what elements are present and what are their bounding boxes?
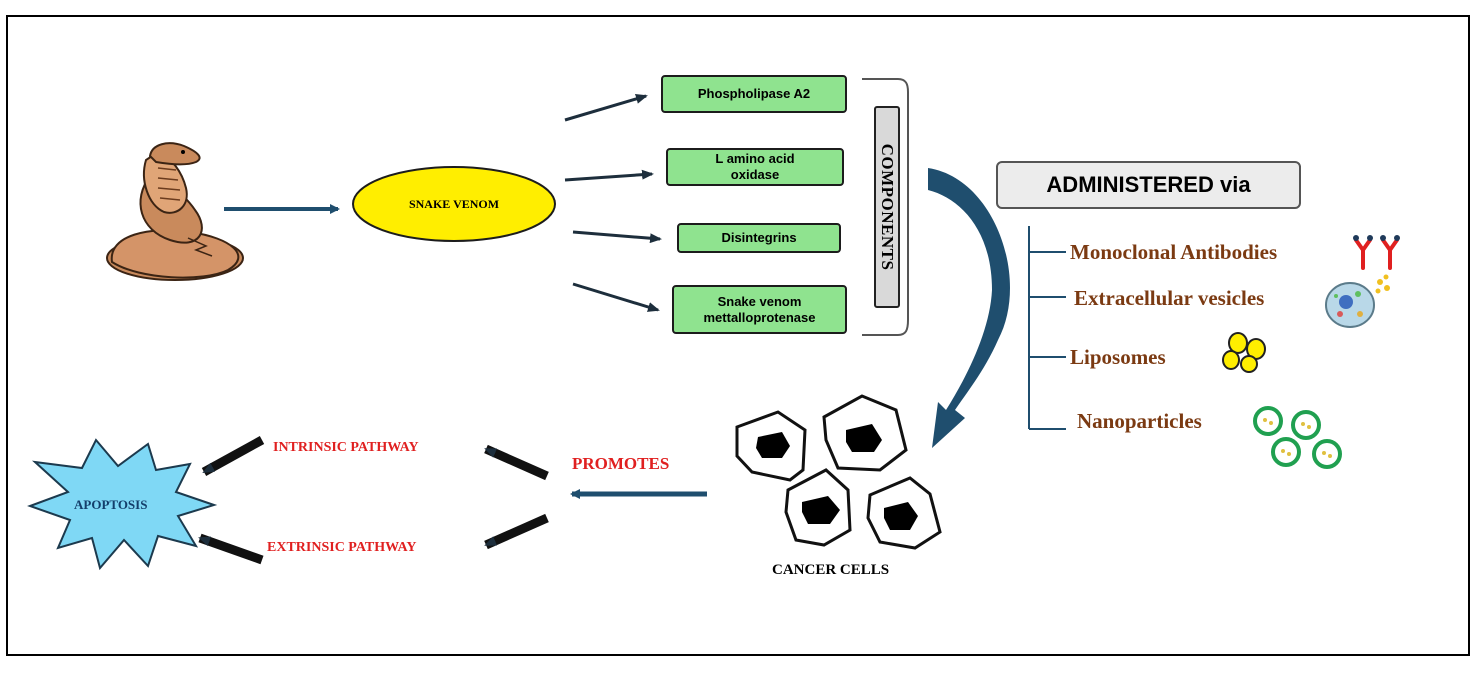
component-svmp: Snake venom mettalloprotenase [672, 285, 847, 334]
arrow-to-component-3 [572, 230, 662, 244]
apoptosis-burst [27, 438, 218, 571]
arrow-to-component-1 [564, 94, 648, 122]
arrow-to-extrinsic [484, 513, 549, 550]
antibody-icon [1353, 235, 1400, 270]
component-laao: L amino acid oxidase [666, 148, 844, 186]
arrow-to-component-4 [572, 282, 660, 312]
snake-icon [106, 142, 244, 281]
arrow-to-component-2 [564, 169, 654, 182]
component-label: Snake venom mettalloprotenase [703, 293, 816, 325]
promotes-label: PROMOTES [572, 454, 670, 473]
arrow-extrinsic-to-apoptosis [198, 533, 264, 565]
component-phospholipase: Phospholipase A2 [661, 75, 847, 113]
apoptosis-label: APOPTOSIS [74, 497, 148, 512]
component-label: Disintegrins [721, 230, 797, 245]
components-box [874, 106, 900, 308]
components-title: COMPONENTS [878, 143, 897, 271]
components-bracket [862, 78, 909, 336]
component-label: L amino acid oxidase [715, 151, 795, 182]
venom-ellipse [352, 166, 556, 242]
administered-via-title: ADMINISTERED via [1046, 172, 1251, 197]
nanoparticle-icon [1253, 406, 1342, 469]
cancer-cells-icon [735, 394, 942, 550]
route-liposomes: Liposomes [1070, 345, 1166, 369]
administered-via-box: ADMINISTERED via [996, 161, 1301, 209]
arrow-intrinsic-to-apoptosis [201, 436, 265, 476]
venom-label: SNAKE VENOM [408, 196, 500, 211]
intrinsic-pathway-label: INTRINSIC PATHWAY [273, 440, 419, 455]
curved-arrow-to-cancer-cells [928, 168, 1010, 448]
figure-frame [6, 15, 1470, 656]
extrinsic-pathway-label: EXTRINSIC PATHWAY [267, 540, 417, 555]
arrow-to-intrinsic [484, 444, 549, 481]
component-label: Phospholipase A2 [697, 86, 811, 101]
administration-tree [1028, 226, 1066, 430]
component-disintegrins: Disintegrins [677, 223, 841, 253]
route-nanoparticles: Nanoparticles [1077, 409, 1202, 433]
vesicle-icon [1325, 274, 1390, 328]
route-extracellular-vesicles: Extracellular vesicles [1074, 286, 1265, 310]
route-monoclonal-antibodies: Monoclonal Antibodies [1070, 240, 1278, 264]
liposome-icon [1222, 332, 1266, 373]
cancer-cells-label: CANCER CELLS [772, 562, 890, 578]
